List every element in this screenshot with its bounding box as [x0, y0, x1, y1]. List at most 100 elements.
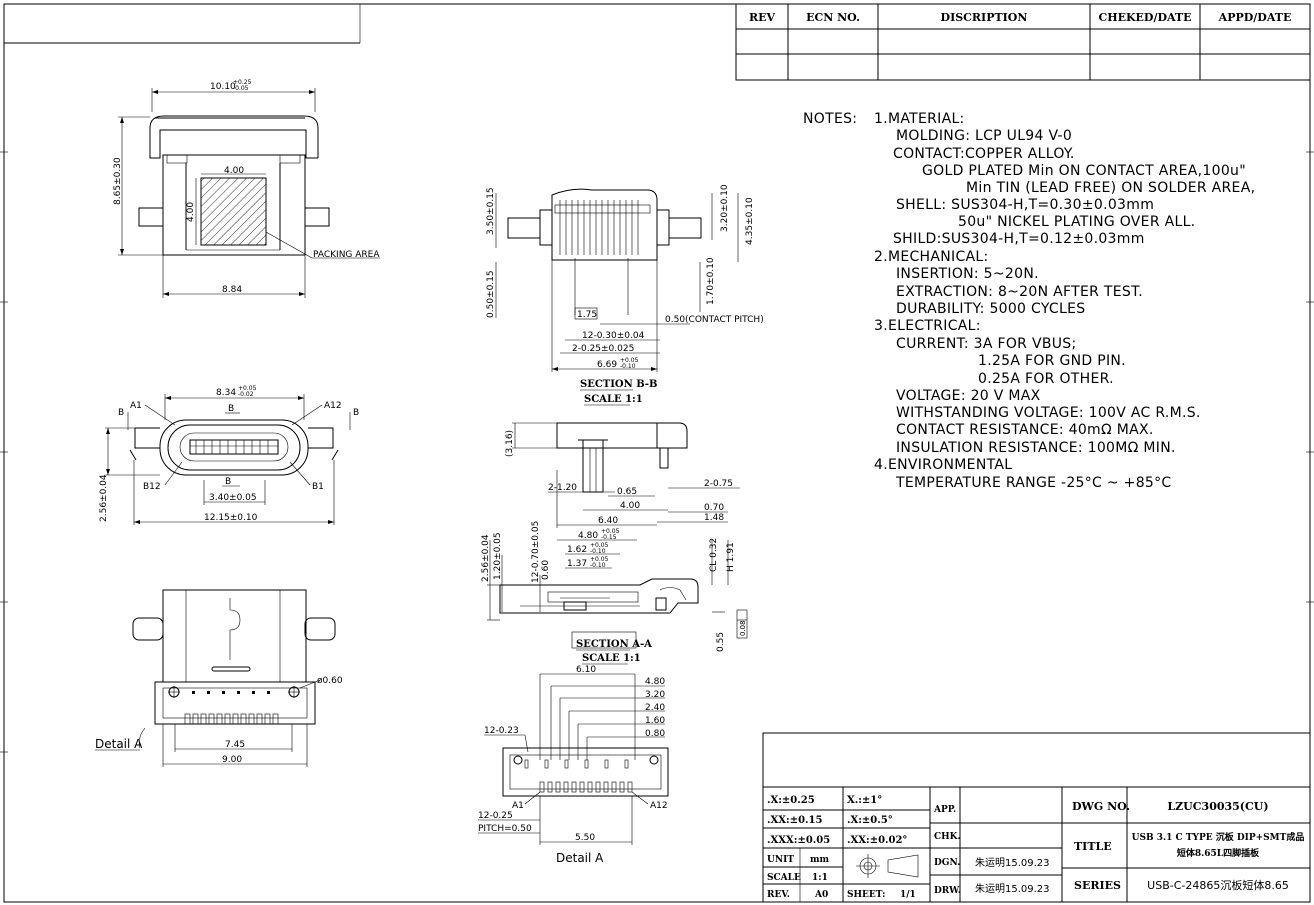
aa-vert-dim-4: 0.60: [541, 560, 551, 580]
note-line: VOLTAGE: 20 V MAX: [896, 388, 1041, 404]
side-dim-5: 0.70: [704, 503, 724, 513]
checked-header: CHEKED/DATE: [1098, 11, 1191, 24]
sheet-label: SHEET:: [847, 890, 885, 900]
notes-label: NOTES:: [803, 111, 857, 127]
note-line: CONTACT RESISTANCE: 40mΩ MAX.: [896, 422, 1154, 438]
side-height-dim: (3.16): [505, 430, 515, 457]
front-view: 8.34 +0.05 -0.02 B B B A1 A12: [99, 385, 359, 525]
note-line: GOLD PLATED Min ON CONTACT AREA,100u": [922, 163, 1246, 179]
section-mark-right: B: [353, 408, 359, 418]
note-line: INSERTION: 5~20N.: [896, 266, 1039, 282]
detail-pin-a1: A1: [512, 801, 524, 811]
note-line: 0.25A FOR OTHER.: [978, 371, 1114, 387]
side-dim-6: 6.40: [598, 516, 618, 526]
packing-area-label: PACKING AREA: [313, 250, 380, 260]
bottom-view: ø0.60 7.45 9.00 Detail A: [95, 589, 343, 767]
bb-dim-2: 0.50±0.15: [486, 270, 496, 318]
detail-dim-12-025: 12-0.25: [478, 811, 513, 821]
unit-label: UNIT: [767, 855, 794, 865]
detail-dim-080: 0.80: [645, 729, 665, 739]
bottom-dim-2: 9.00: [222, 755, 242, 765]
dgn-label: DGN.: [934, 858, 960, 868]
sheet-border: [3, 3, 1311, 903]
top-width-dim: 10.10: [210, 82, 236, 92]
note-line: Min TIN (LEAD FREE) ON SOLDER AREA,: [966, 180, 1255, 196]
bb-pitch-dim: 0.50(CONTACT PITCH): [665, 315, 764, 325]
top-width-tol-minus: -0.05: [233, 85, 249, 92]
aa-dim-2: 1.62: [567, 545, 587, 555]
side-dim-4: 4.00: [620, 501, 640, 511]
detail-dim-480: 4.80: [645, 677, 665, 687]
aa-dim-3-tol-minus: -0.10: [590, 562, 606, 569]
rev-value: A0: [814, 890, 828, 900]
aa-vert-dim-1: 2.56±0.04: [481, 534, 491, 582]
note-line: 1.MATERIAL:: [874, 111, 965, 127]
bb-dim-3: 3.20±0.10: [720, 184, 730, 232]
description-header: DISCRIPTION: [941, 11, 1028, 24]
side-dim-3: 2-0.75: [704, 479, 733, 489]
note-line: MOLDING: LCP UL94 V-0: [896, 128, 1072, 144]
drw-value: 朱运明15.09.23: [975, 883, 1050, 895]
packing-area: [200, 177, 267, 246]
rev-header: REV: [749, 11, 776, 24]
section-aa-title: SECTION A-A: [576, 639, 652, 650]
series-label: SERIES: [1074, 879, 1121, 892]
note-line: SHILD:SUS304-H,T=0.12±0.03mm: [893, 231, 1145, 247]
section-mark-left: B: [118, 408, 124, 418]
detail-dim-12-023: 12-0.23: [484, 726, 519, 736]
pin-b1-label: B1: [312, 482, 324, 492]
scale-label: SCALE: [767, 873, 801, 883]
dwg-no-value: LZUC30035(CU): [1167, 800, 1268, 813]
detail-dim-320: 3.20: [645, 690, 665, 700]
detail-a-callout: Detail A: [95, 737, 143, 751]
note-line: CURRENT: 3A FOR VBUS;: [896, 336, 1077, 352]
front-top-dim: 8.34: [216, 388, 236, 398]
bb-dim-6: 1.75: [577, 310, 597, 320]
aa-dim-3-tol-plus: +0.05: [590, 556, 609, 563]
drw-label: DRW.: [934, 886, 961, 896]
notes-block: NOTES: 1.MATERIAL: MOLDING: LCP UL94 V-0…: [803, 111, 1255, 491]
app-label: APP.: [933, 805, 956, 815]
bb-dim-4: 4.35±0.10: [745, 197, 755, 245]
pack-width-dim: 4.00: [224, 166, 244, 176]
section-bb-scale: SCALE 1:1: [584, 394, 643, 405]
dwg-no-label: DWG NO.: [1072, 800, 1130, 813]
tol-xxx: .XXX:±0.05: [767, 835, 830, 846]
section-bb-title: SECTION B-B: [580, 379, 658, 390]
ang-xx: .X:±0.5°: [847, 815, 893, 826]
tol-x: .X:±0.25: [767, 795, 815, 806]
bb-dim-7: 12-0.30±0.04: [582, 331, 645, 341]
section-aa-scale: SCALE 1:1: [582, 653, 641, 664]
detail-a: 6.10 4.80 3.20 2.40 1.60 0.80 12-0.23: [478, 665, 669, 865]
aa-vert-dim-5: 0.55: [716, 632, 726, 652]
front-inner-dim: 3.40±0.05: [209, 493, 257, 503]
side-dim-2: 0.65: [617, 487, 637, 497]
bb-dim-8: 2-0.25±0.025: [572, 344, 634, 354]
side-dim-7: 1.48: [704, 513, 724, 523]
note-line: 2.MECHANICAL:: [874, 249, 989, 265]
bottom-dim-1: 7.45: [225, 740, 245, 750]
front-top-tol-plus: +0.05: [238, 385, 257, 392]
approved-header: APPD/DATE: [1218, 11, 1292, 24]
front-width-dim: 12.15±0.10: [204, 513, 258, 523]
note-line: SHELL: SUS304-H,T=0.30±0.03mm: [896, 197, 1154, 213]
detail-dim-160: 1.60: [645, 716, 665, 726]
top-view: 10.10 +0.25 -0.05 4.00 4.00 PACKING AREA…: [113, 79, 380, 298]
title-line-1: USB 3.1 C TYPE 沉板 DIP+SMT成品: [1132, 831, 1305, 843]
note-line: TEMPERATURE RANGE -25°C ~ +85°C: [895, 475, 1171, 491]
aa-h-dim: H 1.91: [726, 542, 736, 572]
series-value: USB-C-24865沉板短体8.65: [1147, 878, 1289, 892]
title-block: .X:±0.25 .XX:±0.15 .XXX:±0.05 X.:±1° .X:…: [762, 732, 1311, 903]
aa-dim-1-tol-plus: +0.05: [601, 528, 620, 535]
note-line: 1.25A FOR GND PIN.: [978, 353, 1126, 369]
section-mark-bottom: B: [225, 477, 231, 487]
detail-pin-a12: A12: [650, 801, 668, 811]
aa-dim-1: 4.80: [578, 531, 598, 541]
tol-xx: .XX:±0.15: [767, 815, 822, 826]
note-line: CONTACT:COPPER ALLOY.: [893, 146, 1075, 162]
side-view: (3.16) 2-1.20 0.65 2-0.75 4.00 0.70 6.40…: [505, 422, 740, 528]
note-line: EXTRACTION: 8~20N AFTER TEST.: [896, 284, 1143, 300]
ang-x: X.:±1°: [847, 795, 882, 806]
ecn-header: ECN NO.: [806, 11, 860, 24]
